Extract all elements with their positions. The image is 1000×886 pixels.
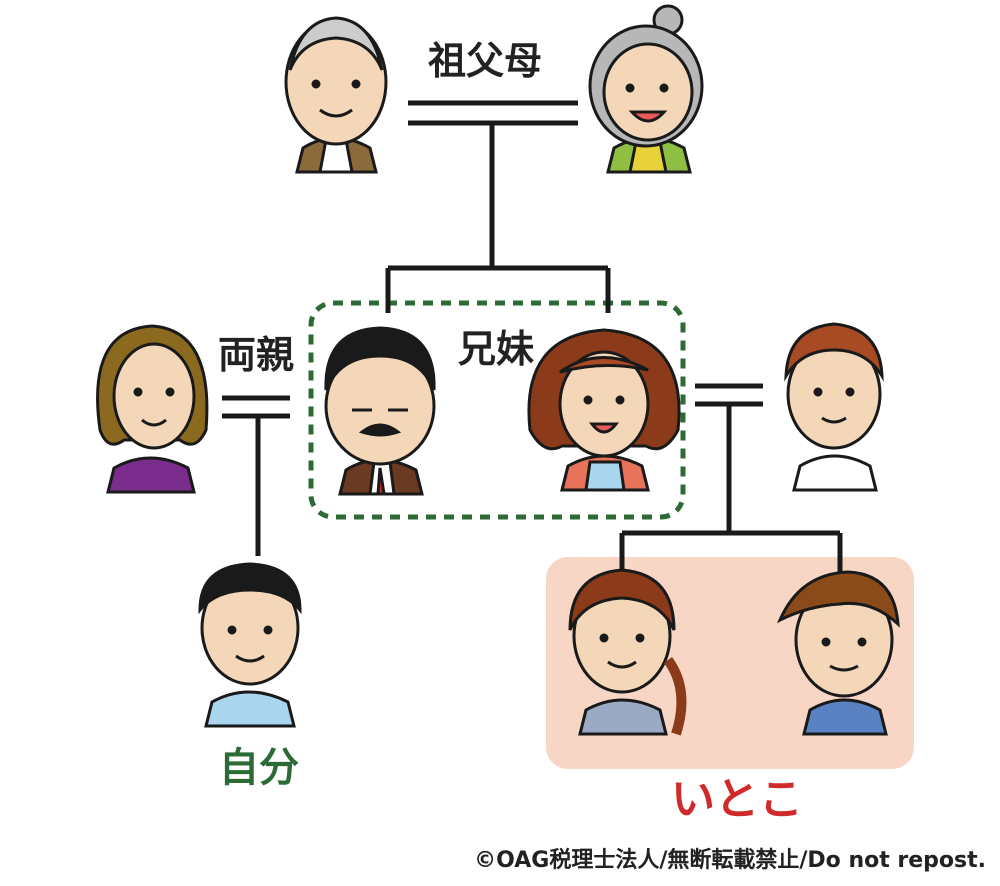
mother-icon (96, 324, 209, 494)
siblings-label: 兄妹 (458, 327, 535, 371)
uncle-icon (324, 326, 436, 496)
self-label: 自分 (219, 745, 299, 791)
grandmother-icon (588, 4, 704, 174)
grandparents-label: 祖父母 (428, 39, 543, 83)
connector-lines (222, 100, 843, 572)
cousins-label: いとこ (671, 774, 803, 825)
aunt-husband-icon (784, 322, 884, 492)
copyright-notice: ©OAG税理士法人/無断転載禁止/Do not repost. (474, 848, 986, 873)
aunt-icon (527, 328, 681, 492)
self-icon (198, 562, 302, 728)
parents-label: 両親 (218, 333, 295, 377)
cousin-boy-icon (776, 570, 900, 736)
grandfather-icon (284, 16, 388, 174)
sibling-group-box (308, 300, 686, 520)
cousin-girl-icon (568, 568, 687, 736)
